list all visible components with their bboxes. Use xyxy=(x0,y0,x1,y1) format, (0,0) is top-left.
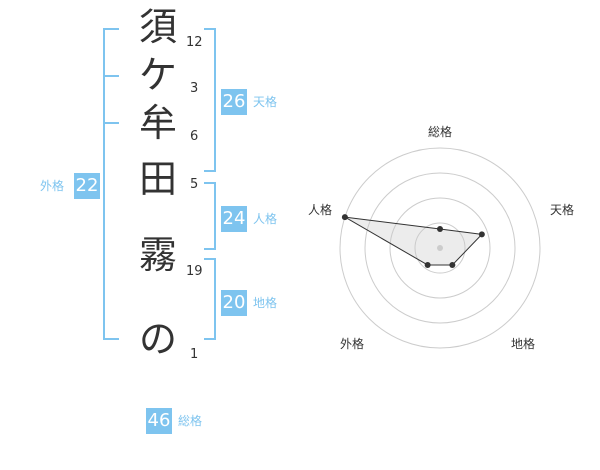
radar-label-chikaku: 地格 xyxy=(511,337,536,351)
tenkaku-label: 天格 xyxy=(253,95,278,109)
jinkaku-badge: 24 xyxy=(221,206,247,232)
radar-ring-2 xyxy=(389,197,491,299)
radar-ring-3 xyxy=(364,172,516,324)
name-char-6: の xyxy=(138,317,177,361)
gaikaku-badge: 22 xyxy=(74,173,100,199)
radar-label-jinkaku: 人格 xyxy=(308,203,333,217)
radar-label-gaikaku: 外格 xyxy=(340,337,365,351)
stroke-count-5: 19 xyxy=(186,264,203,279)
stroke-count-6: 1 xyxy=(190,347,199,362)
stroke-count-1: 12 xyxy=(186,35,203,50)
name-char-2: ケ xyxy=(138,53,177,97)
gaikaku-label: 外格 xyxy=(40,179,65,193)
radar-points xyxy=(341,214,485,268)
soukaku-label: 総格 xyxy=(178,414,203,428)
radar-rings xyxy=(339,147,541,349)
name-char-4: 田 xyxy=(138,157,177,201)
radar-point-4 xyxy=(424,261,431,268)
stroke-count-4: 5 xyxy=(190,177,199,192)
radar-label-tenkaku: 天格 xyxy=(550,203,575,217)
radar-label-soukaku: 総格 xyxy=(428,125,453,139)
name-char-5: 霧 xyxy=(138,233,177,277)
radar-polygon xyxy=(344,216,483,266)
radar-ring-4 xyxy=(339,147,541,349)
radar-center xyxy=(437,245,443,251)
chikaku-label: 地格 xyxy=(253,296,278,310)
name-char-3: 牟 xyxy=(138,101,177,145)
radar-point-3 xyxy=(449,261,456,268)
stroke-count-2: 3 xyxy=(190,81,199,96)
soukaku-badge: 46 xyxy=(146,408,172,434)
radar-point-1 xyxy=(437,226,443,232)
stroke-count-3: 6 xyxy=(190,129,199,144)
radar-point-2 xyxy=(478,231,485,238)
chikaku-badge: 20 xyxy=(221,290,247,316)
name-char-1: 須 xyxy=(138,5,177,49)
tenkaku-badge: 26 xyxy=(221,89,247,115)
jinkaku-label: 人格 xyxy=(253,212,278,226)
radar-point-5 xyxy=(341,214,348,221)
radar-ring-1 xyxy=(414,222,466,274)
